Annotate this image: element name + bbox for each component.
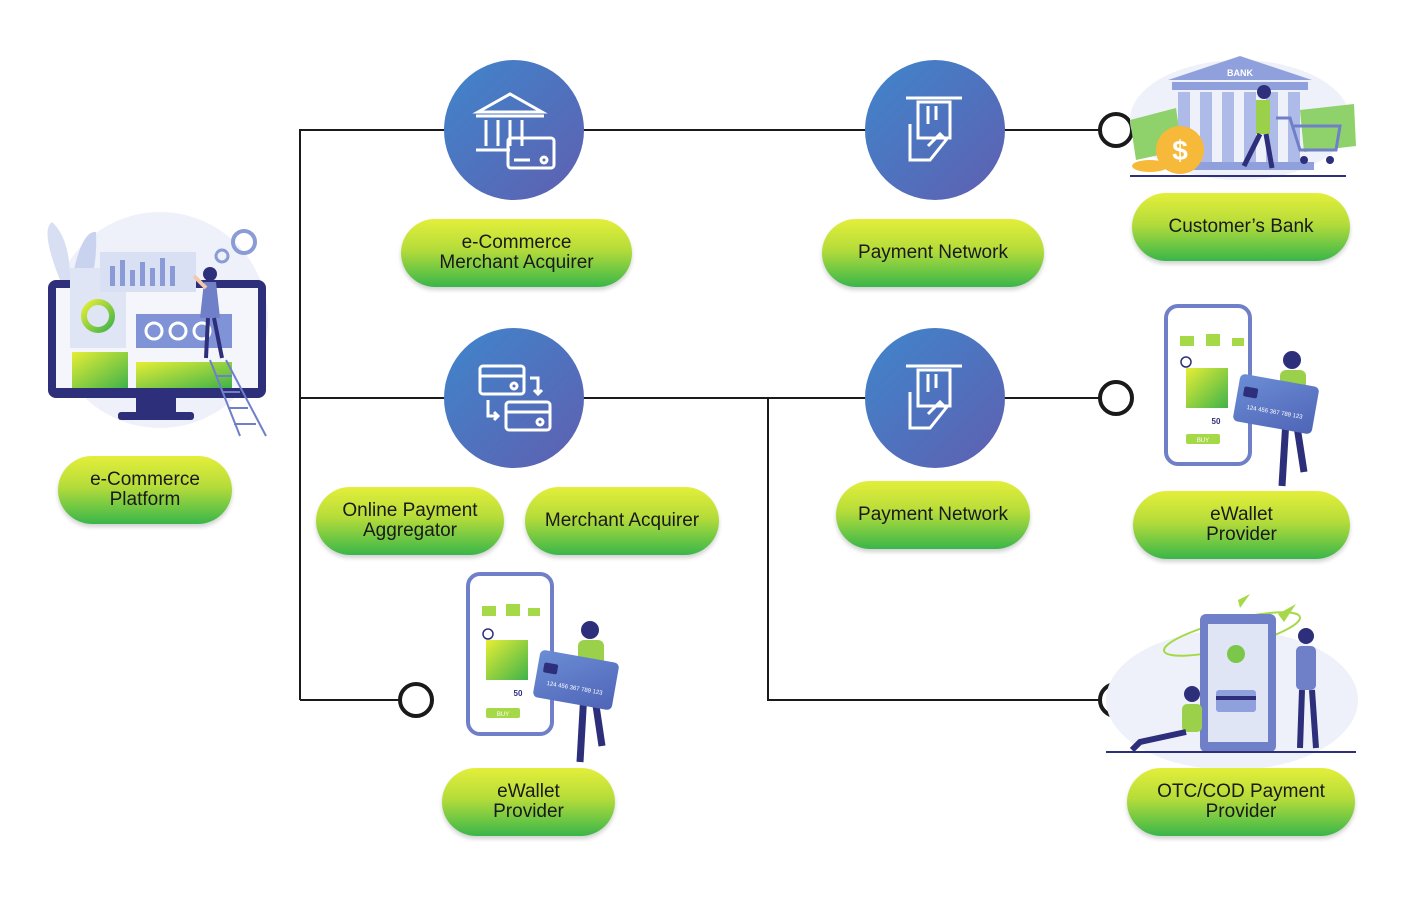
node-ecommerce-merchant-acquirer: e-Commerce Merchant Acquirer (401, 219, 632, 287)
node-online-payment-aggregator: Online Payment Aggregator (316, 487, 504, 555)
payment-network-mid-circle (865, 328, 1005, 468)
hand-card-terminal-icon (906, 364, 962, 430)
bank-sign-text: BANK (1227, 68, 1253, 78)
node-ewallet-provider-right: eWallet Provider (1133, 491, 1350, 559)
merchant-acquirer-circle (444, 60, 584, 200)
endpoint-ewallet-right (1098, 380, 1134, 416)
hand-card-terminal-icon (906, 96, 962, 162)
node-customers-bank: Customer’s Bank (1132, 193, 1350, 261)
endpoint-ewallet-bottom (398, 682, 434, 718)
endpoint-customers-bank (1098, 112, 1134, 148)
svg-text:$: $ (1172, 135, 1188, 166)
ewallet-right-illustration: BUY 50 124 456 367 789 123 (1164, 304, 1319, 487)
node-payment-network-top: Payment Network (822, 219, 1044, 287)
price-text: 50 (514, 689, 523, 698)
ewallet-bottom-illustration: BUY 50 124 456 367 789 123 (466, 572, 619, 763)
node-ecommerce-platform: e-Commerce Platform (58, 456, 232, 524)
price-text: 50 (1212, 417, 1221, 426)
customers-bank-illustration: BANK $ (1130, 56, 1356, 180)
card-exchange-icon (478, 364, 552, 432)
node-ewallet-provider-bottom: eWallet Provider (442, 768, 615, 836)
bank-building-icon (472, 92, 556, 170)
node-merchant-acquirer: Merchant Acquirer (525, 487, 719, 555)
ecommerce-platform-illustration (47, 212, 268, 437)
node-otc-cod-provider: OTC/COD Payment Provider (1127, 768, 1355, 836)
node-payment-network-mid: Payment Network (836, 481, 1030, 549)
payment-network-top-circle (865, 60, 1005, 200)
buy-text: BUY (497, 712, 509, 718)
aggregator-circle (444, 328, 584, 468)
otc-cod-illustration (1106, 594, 1358, 770)
buy-text: BUY (1197, 438, 1209, 444)
